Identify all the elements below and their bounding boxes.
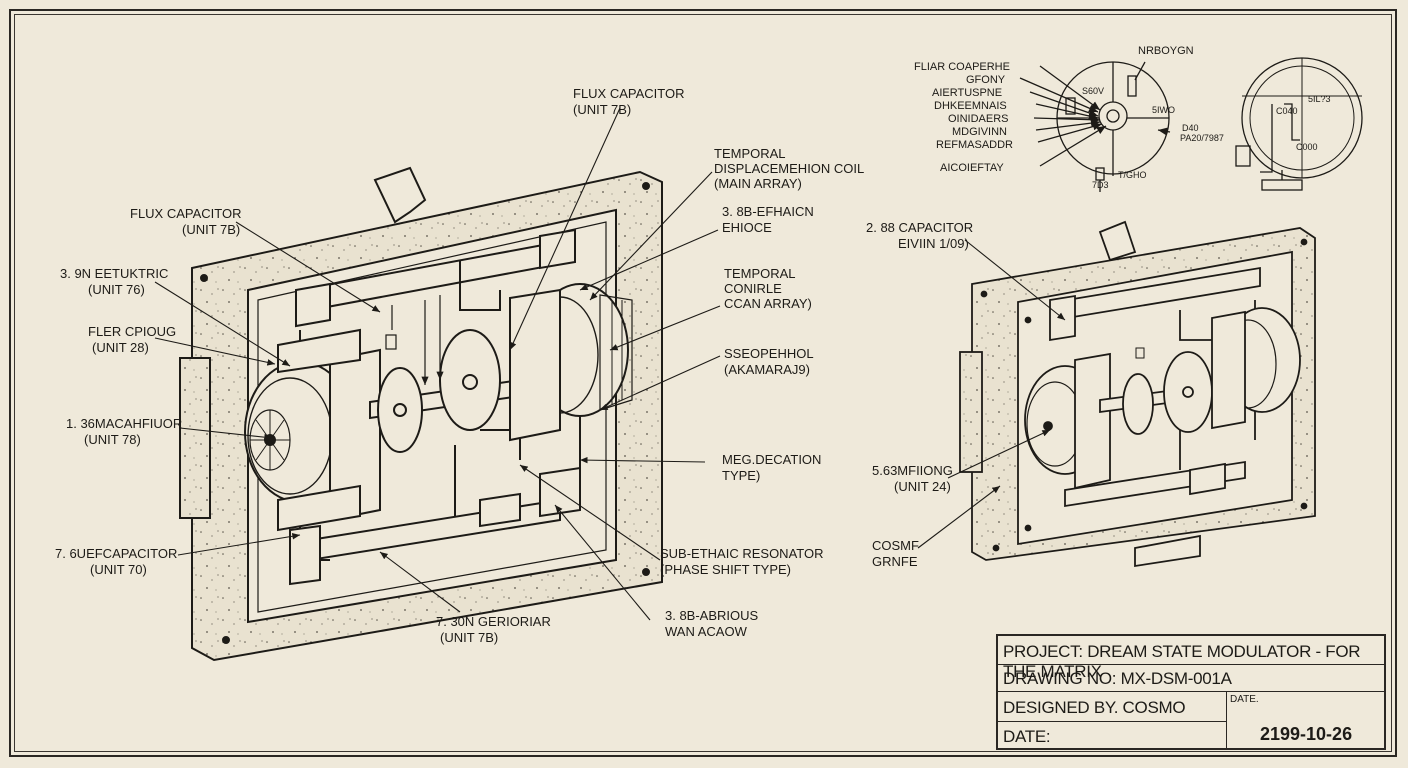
mini-schematic-a	[1019, 61, 1171, 192]
mini-label-0: NRBOYGN	[1138, 45, 1194, 57]
title-block-drawing-no: DRAWING NO: MX-DSM-001A	[998, 665, 1384, 692]
mini-label-9: S60V	[1082, 86, 1104, 96]
title-block-designed-by: DESIGNED BY. COSMO	[998, 692, 1227, 722]
label-fler-cpioug: FLER CPIOUG(UNIT 28)	[88, 324, 176, 355]
sheet-outer-border	[9, 9, 1397, 757]
right-assembly	[959, 220, 1316, 568]
sheet-inner-border	[14, 14, 1392, 752]
left-labels: FLUX CAPACITOR(UNIT 7B) FLUX CAPACITOR(U…	[55, 86, 864, 645]
mini-schematic-b	[1235, 57, 1363, 191]
mini-label-11: D40	[1182, 123, 1199, 133]
mini-label-8: AICOIEFTAY	[940, 162, 1004, 174]
title-block-project: PROJECT: DREAM STATE MODULATOR - FOR THE…	[998, 636, 1384, 681]
mini-label-3: AIERTUSPNE	[932, 87, 1002, 99]
label-flux-capacitor-left: FLUX CAPACITOR(UNIT 7B)	[130, 206, 241, 237]
title-block: PROJECT: DREAM STATE MODULATOR - FOR THE…	[996, 634, 1386, 750]
mini-label-7: REFMASADDR	[936, 139, 1013, 151]
label-sseopehhol: SSEOPEHHOL(AKAMARAJ9)	[724, 346, 814, 377]
label-sub-ethaic-resonator: SUB-ETHAIC RESONATOR(PHASE SHIFT TYPE)	[660, 546, 823, 577]
mini-labels: NRBOYGN FLIAR COAPERHE GFONY AIERTUSPNE …	[914, 45, 1331, 190]
label-flux-capacitor-top: FLUX CAPACITOR(UNIT 7B)	[573, 86, 684, 117]
mini-label-1: FLIAR COAPERHE	[914, 61, 1010, 73]
mini-label-16: C040	[1276, 106, 1298, 116]
label-amfiiong: 5.63MFIIONG(UNIT 24)	[872, 463, 953, 494]
mini-label-17: C000	[1296, 142, 1318, 152]
mini-label-14: 7D3	[1092, 180, 1109, 190]
title-block-date-value: 2199-10-26	[1260, 724, 1353, 744]
mini-label-12: PA20/7987	[1180, 133, 1224, 143]
left-assembly	[179, 166, 663, 662]
mini-label-5: OINIDAERS	[948, 113, 1009, 125]
right-leader-lines	[917, 239, 1066, 549]
mini-label-15: 5IL?3	[1308, 94, 1331, 104]
title-block-date-small-label: DATE.	[1230, 694, 1259, 705]
label-uefcapacitor: 7. 6UEFCAPACITOR(UNIT 70)	[55, 546, 177, 577]
left-leader-lines	[154, 107, 721, 621]
mini-label-2: GFONY	[966, 74, 1006, 86]
mini-label-10: 5IWO	[1152, 105, 1175, 115]
mini-label-6: MDGIVINN	[952, 126, 1007, 138]
mini-label-13: T/GHO	[1118, 170, 1147, 180]
title-block-date-label: DATE:	[998, 722, 1227, 750]
mini-label-4: DHKEEMNAIS	[934, 100, 1007, 112]
label-eetuktric: 3. 9N EETUKTRIC(UNIT 76)	[60, 266, 168, 297]
label-gerioriar: 7. 30N GERIORIAR(UNIT 7B)	[436, 614, 551, 645]
label-macahfiuor: 1. 36MACAHFIUOR(UNIT 78)	[66, 416, 182, 447]
